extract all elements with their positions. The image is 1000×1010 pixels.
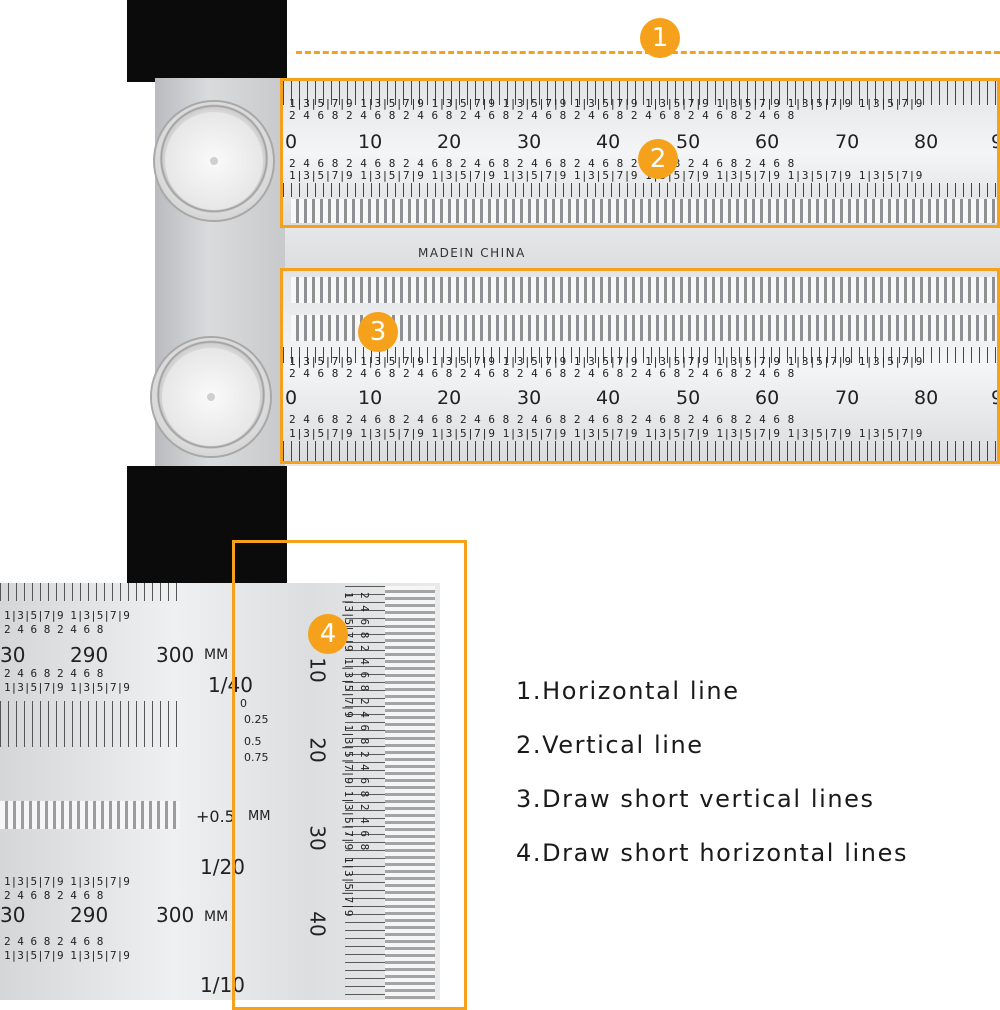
top-scale-digits-even: 2 4 6 8 2 4 6 8 2 4 6 8 2 4 6 8 2 4 6 8 … bbox=[289, 109, 795, 122]
made-in-label: MADEIN CHINA bbox=[418, 246, 526, 260]
ruler-body-black-top bbox=[127, 0, 287, 82]
bottom-scale-number: 20 bbox=[437, 387, 462, 409]
square-number: 300 bbox=[156, 643, 195, 667]
bottom-scale-number: 40 bbox=[596, 387, 621, 409]
top-scale-number: 50 bbox=[676, 131, 701, 153]
bottom-scale-ticks-lower bbox=[283, 441, 997, 461]
top-scale-digits-odd-lower: 1|3|5|7|9 1|3|5|7|9 1|3|5|7|9 1|3|5|7|9 … bbox=[289, 169, 923, 182]
bottom-scale-number: 30 bbox=[517, 387, 542, 409]
square-number: 30 bbox=[0, 643, 26, 667]
top-scale-number: 9 bbox=[991, 131, 997, 153]
top-scale-digits-odd: 1|3|5|7|9 1|3|5|7|9 1|3|5|7|9 1|3|5|7|9 … bbox=[289, 97, 923, 110]
square-digits-odd: 1|3|5|7|9 1|3|5|7|9 bbox=[4, 609, 130, 622]
bottom-scale-digits-odd: 1|3|5|7|9 1|3|5|7|9 1|3|5|7|9 1|3|5|7|9 … bbox=[289, 355, 923, 368]
bottom-scale-numbers: 0 10 20 30 40 50 60 70 80 9 bbox=[283, 387, 997, 409]
square-number: 300 bbox=[156, 903, 195, 927]
badge-4: 4 bbox=[308, 614, 348, 654]
fraction-20: 1/20 bbox=[200, 855, 245, 879]
badge-3: 3 bbox=[358, 312, 398, 352]
top-scale-number: 70 bbox=[835, 131, 860, 153]
unit-label-2: MM bbox=[248, 809, 271, 824]
square-digits-even-3: 2 4 6 8 2 4 6 8 bbox=[4, 889, 104, 902]
top-scale-numbers: 0 10 20 30 40 50 60 70 80 9 bbox=[283, 131, 997, 153]
ruler-body-black-bottom bbox=[127, 466, 287, 586]
bottom-scale: 1|3|5|7|9 1|3|5|7|9 1|3|5|7|9 1|3|5|7|9 … bbox=[280, 268, 1000, 464]
vertical-scale-digits-even: 2 4 6 8 2 4 6 8 2 4 6 8 2 4 6 8 2 4 6 8 bbox=[358, 592, 371, 851]
badge-2: 2 bbox=[638, 139, 678, 179]
bottom-scale-slots-top bbox=[291, 277, 997, 303]
vertical-scale-digits-odd: 1|3|5|7|9 1|3|5|7|9 1|3|5|7|9 1|3|5|7|9 … bbox=[342, 592, 355, 917]
fraction-40: 1/40 bbox=[208, 673, 253, 697]
bottom-scale-ticks bbox=[283, 347, 997, 363]
legend-item-4: 4.Draw short horizontal lines bbox=[516, 839, 909, 867]
top-scale-number: 0 bbox=[285, 131, 298, 153]
bottom-scale-number: 70 bbox=[835, 387, 860, 409]
vertical-scale-slots bbox=[385, 586, 435, 1000]
bottom-scale-number: 50 bbox=[676, 387, 701, 409]
badge-1: 1 bbox=[640, 18, 680, 58]
square-digits-odd-3: 1|3|5|7|9 1|3|5|7|9 bbox=[4, 875, 130, 888]
square-digits-even-2: 2 4 6 8 2 4 6 8 bbox=[4, 667, 104, 680]
unit-label-3: MM bbox=[204, 909, 229, 925]
bottom-scale-number: 0 bbox=[285, 387, 298, 409]
vernier-mark: 0 bbox=[240, 697, 247, 710]
plus-half-label: +0.5 bbox=[196, 807, 235, 826]
bottom-scale-slots-bottom bbox=[291, 315, 997, 341]
square-ticks-top bbox=[0, 583, 180, 601]
top-scale-number: 10 bbox=[358, 131, 383, 153]
vernier-mark: 0.25 bbox=[244, 713, 269, 726]
unit-label: MM bbox=[204, 647, 229, 663]
legend-item-3: 3.Draw short vertical lines bbox=[516, 785, 875, 813]
fraction-10: 1/10 bbox=[200, 973, 245, 997]
vernier-mark: 0.5 bbox=[244, 735, 262, 748]
square-slots bbox=[0, 801, 180, 829]
top-scale-ticks-lower bbox=[283, 183, 997, 197]
top-scale-number: 80 bbox=[914, 131, 939, 153]
square-number: 290 bbox=[70, 643, 109, 667]
vernier-ticks bbox=[0, 701, 180, 747]
bottom-scale-digits-even: 2 4 6 8 2 4 6 8 2 4 6 8 2 4 6 8 2 4 6 8 … bbox=[289, 367, 795, 380]
vertical-scale-highlight bbox=[232, 540, 467, 1010]
legend-item-1: 1.Horizontal line bbox=[516, 677, 740, 705]
vernier-mark: 0.75 bbox=[244, 751, 269, 764]
square-digits-odd-2: 1|3|5|7|9 1|3|5|7|9 bbox=[4, 681, 130, 694]
bottom-scale-number: 10 bbox=[358, 387, 383, 409]
square-digits-even-4: 2 4 6 8 2 4 6 8 bbox=[4, 935, 104, 948]
top-scale-number: 40 bbox=[596, 131, 621, 153]
bottom-knob bbox=[152, 338, 270, 456]
square-number: 290 bbox=[70, 903, 109, 927]
top-scale-number: 30 bbox=[517, 131, 542, 153]
top-scale: 1|3|5|7|9 1|3|5|7|9 1|3|5|7|9 1|3|5|7|9 … bbox=[280, 78, 1000, 228]
top-scale-ticks bbox=[283, 81, 997, 105]
top-scale-number: 20 bbox=[437, 131, 462, 153]
bottom-scale-number: 60 bbox=[755, 387, 780, 409]
legend: 1.Horizontal line 2.Vertical line 3.Draw… bbox=[516, 673, 986, 889]
top-scale-number: 60 bbox=[755, 131, 780, 153]
bottom-scale-digits-even-lower: 2 4 6 8 2 4 6 8 2 4 6 8 2 4 6 8 2 4 6 8 … bbox=[289, 413, 795, 426]
bottom-scale-digits-odd-lower: 1|3|5|7|9 1|3|5|7|9 1|3|5|7|9 1|3|5|7|9 … bbox=[289, 427, 923, 440]
top-scale-slots bbox=[291, 199, 997, 223]
square-number: 30 bbox=[0, 903, 26, 927]
square-digits-odd-4: 1|3|5|7|9 1|3|5|7|9 bbox=[4, 949, 130, 962]
bottom-scale-number: 80 bbox=[914, 387, 939, 409]
legend-item-2: 2.Vertical line bbox=[516, 731, 704, 759]
square-digits-even: 2 4 6 8 2 4 6 8 bbox=[4, 623, 104, 636]
bottom-scale-number: 9 bbox=[991, 387, 997, 409]
top-knob bbox=[155, 102, 273, 220]
